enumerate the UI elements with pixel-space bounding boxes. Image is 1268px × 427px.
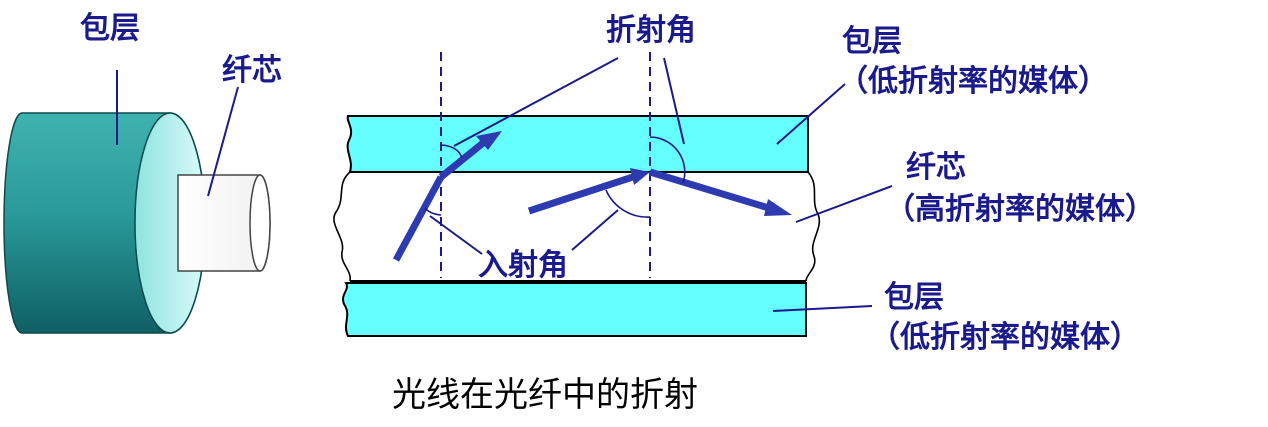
fiber-cable-illustration <box>3 70 271 334</box>
top-cladding-strip <box>346 115 809 173</box>
incidence-angle-arc-right <box>605 189 651 218</box>
incident-ray-right-arrowhead <box>630 168 650 185</box>
incident-ray-right <box>527 172 638 215</box>
core-medium-note: （高折射率的媒体） <box>885 192 1155 227</box>
refraction-angle-label: 折射角 <box>606 13 696 48</box>
fiber-section <box>333 115 821 337</box>
core-right-broken-edge <box>805 171 821 282</box>
refraction-angle-leader-right <box>663 57 685 145</box>
figure-caption: 光线在光纤中的折射 <box>392 375 698 415</box>
refraction-angle-arc-left <box>440 144 463 159</box>
refraction-angle-arc-right <box>649 136 686 184</box>
refracted-ray-left-arrowhead <box>476 131 502 150</box>
core-left-broken-edge <box>333 171 351 282</box>
top-cladding-leader <box>776 83 846 145</box>
incidence-angle-arc-left <box>424 207 442 216</box>
light-rays <box>392 131 792 262</box>
core-medium-leader <box>795 185 893 223</box>
incidence-angle-label: 入射角 <box>478 248 568 283</box>
reflected-ray <box>648 168 774 213</box>
incident-ray-left <box>392 175 445 262</box>
core-medium-label: 纤芯 <box>906 150 966 185</box>
reflected-ray-arrowhead <box>764 199 792 216</box>
core-leader-line <box>207 86 239 197</box>
bottom-cladding-note: （低折射率的媒体） <box>870 320 1140 355</box>
refraction-angle-leader-left <box>453 57 619 147</box>
cladding-label: 包层 <box>80 11 140 46</box>
bottom-cladding-strip <box>342 282 807 337</box>
bottom-cladding-label: 包层 <box>884 280 944 315</box>
top-cladding-label: 包层 <box>842 24 902 59</box>
refracted-ray-left <box>438 140 486 180</box>
top-cladding-note: （低折射率的媒体） <box>838 64 1108 99</box>
incidence-angle-leader-right <box>571 209 619 251</box>
bottom-cladding-leader <box>772 305 873 312</box>
core-label: 纤芯 <box>222 53 282 88</box>
core-end-face <box>249 174 271 272</box>
incidence-angle-leader-left <box>429 215 483 255</box>
